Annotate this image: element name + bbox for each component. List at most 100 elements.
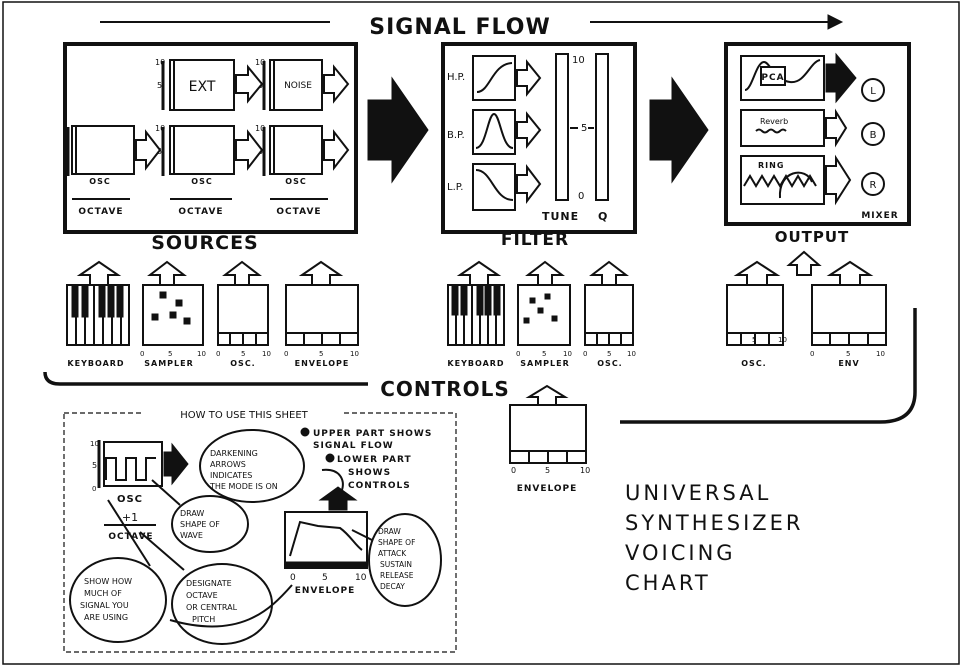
filter-control-keyboard[interactable]: KEYBOARD <box>447 262 504 368</box>
output-osc-label: OSC. <box>741 359 766 368</box>
how-to-use-panel: HOW TO USE THIS SHEET 10 5 0 OSC +1 OCTA… <box>64 406 456 652</box>
osc2-arrow-icon[interactable] <box>236 132 262 168</box>
center-envelope-scale-5: 5 <box>545 466 550 475</box>
sources-panel: 10 5 10 5 10 5 10 5 EXT NOISE OSC OCTAVE <box>65 44 356 254</box>
reverb-label: Reverb <box>760 117 788 126</box>
output-title: OUTPUT <box>775 228 850 246</box>
show-how-line-1: SHOW HOW <box>84 577 132 586</box>
source-sampler-label: SAMPLER <box>144 359 194 368</box>
q-slider[interactable] <box>596 54 608 200</box>
filter-sampler-box[interactable] <box>518 285 570 345</box>
osc3-arrow-icon[interactable] <box>324 132 348 168</box>
output-osc-up-arrow-icon <box>737 262 777 285</box>
lower-bullet <box>326 454 334 462</box>
output-env-scale-10: 10 <box>876 350 885 358</box>
chart-title: UNIVERSAL SYNTHESIZER VOICING CHART <box>625 478 865 598</box>
osc3-box[interactable] <box>270 126 322 174</box>
source-osc-scale-5: 5 <box>241 350 245 358</box>
channel-b-label: B <box>870 130 877 141</box>
draw-wave-line-3: WAVE <box>180 531 203 540</box>
source-envelope-scale-0: 0 <box>284 350 288 358</box>
filter-keyboard-up-arrow-icon <box>460 262 498 285</box>
output-control-env[interactable]: ENV 0 5 10 <box>789 252 886 368</box>
source-envelope-scale-10: 10 <box>350 350 359 358</box>
flow-arrow-icon-2 <box>650 78 708 182</box>
show-how-line-4: ARE USING <box>84 613 128 622</box>
bp-arrow-icon[interactable] <box>517 114 540 146</box>
channel-l-label: L <box>870 86 876 97</box>
osc2-scale-top: 10 <box>155 124 165 133</box>
osc2-box[interactable] <box>170 126 234 174</box>
osc3-label: OSC <box>285 177 306 186</box>
chart-title-line-1: UNIVERSAL <box>625 478 865 508</box>
filter-control-osc[interactable]: OSC. 0 5 10 <box>583 262 636 368</box>
filter-osc-scale-5: 5 <box>607 350 611 358</box>
lower-line-3: CONTROLS <box>348 481 411 491</box>
center-envelope-up-arrow-icon <box>529 386 565 405</box>
example-scale-bottom: 0 <box>92 485 96 493</box>
output-env-up-arrow-icon <box>830 262 870 285</box>
source-envelope-up-arrow-icon <box>302 262 340 285</box>
noise-arrow-icon[interactable] <box>324 67 348 101</box>
osc1-label: OSC <box>89 177 110 186</box>
lower-line-2: SHOWS <box>348 468 391 478</box>
example-envelope-label: ENVELOPE <box>295 586 356 596</box>
source-keyboard-label: KEYBOARD <box>67 359 124 368</box>
reverb-arrow-icon[interactable] <box>826 112 846 144</box>
source-control-envelope[interactable]: ENVELOPE 0 5 10 <box>284 262 359 368</box>
sources-title: SOURCES <box>151 232 259 254</box>
ext-arrow-icon[interactable] <box>236 67 262 101</box>
osc3-octave-label: OCTAVE <box>276 207 321 217</box>
tune-slider[interactable] <box>556 54 568 200</box>
signal-flow-label: SIGNAL FLOW <box>369 15 550 40</box>
noise-label: NOISE <box>284 81 312 91</box>
example-scale-top: 10 <box>90 440 99 448</box>
darkening-line-3: INDICATES <box>210 471 252 480</box>
controls-title: CONTROLS <box>380 377 510 401</box>
filter-scale-mid: 5 <box>581 123 587 134</box>
controls-line-left <box>45 372 368 384</box>
chart-title-line-3: VOICING <box>625 538 865 568</box>
output-osc-scale-10: 10 <box>778 336 787 344</box>
ring-arrow-icon[interactable] <box>826 158 850 202</box>
filter-sampler-scale-10: 10 <box>563 350 572 358</box>
example-envelope-scale-0: 0 <box>290 573 296 583</box>
source-envelope-label: ENVELOPE <box>295 359 350 368</box>
source-sampler-scale-10: 10 <box>197 350 206 358</box>
source-control-sampler[interactable]: SAMPLER 0 5 10 <box>140 262 206 368</box>
source-control-keyboard[interactable]: KEYBOARD <box>67 262 129 368</box>
filter-scale-bottom: 0 <box>578 191 584 202</box>
osc1-box[interactable] <box>72 126 134 174</box>
center-envelope-label: ENVELOPE <box>517 484 578 494</box>
filter-osc-scale-10: 10 <box>627 350 636 358</box>
designate-line-2: OCTAVE <box>186 591 218 600</box>
example-osc: 10 5 0 OSC +1 OCTAVE <box>90 440 188 542</box>
draw-env-line-6: DECAY <box>380 582 405 591</box>
example-envelope: 0 5 10 ENVELOPE <box>285 487 367 596</box>
lp-arrow-icon[interactable] <box>517 167 540 201</box>
output-control-osc[interactable]: OSC. 5 10 <box>727 262 787 368</box>
signal-flow-arrow-icon <box>828 15 842 29</box>
upper-line-1: UPPER PART SHOWS <box>313 429 432 439</box>
darkening-line-4: THE MODE IS ON <box>209 482 278 491</box>
filter-control-sampler[interactable]: SAMPLER 0 5 10 <box>516 262 572 368</box>
show-how-line-2: MUCH OF <box>84 589 122 598</box>
source-control-osc[interactable]: OSC. 0 5 10 <box>216 262 271 368</box>
osc1-arrow-icon[interactable] <box>136 132 160 168</box>
source-osc-up-arrow-icon <box>225 262 259 285</box>
output-osc-scale-5: 5 <box>752 336 756 344</box>
ext-label: EXT <box>189 79 216 95</box>
source-sampler-scale-5: 5 <box>168 350 172 358</box>
hp-arrow-icon[interactable] <box>517 62 540 94</box>
bp-label: B.P. <box>447 130 465 141</box>
reverb-box[interactable] <box>741 110 824 146</box>
show-how-bubble <box>70 558 166 642</box>
designate-line-1: DESIGNATE <box>186 579 232 588</box>
center-envelope-control[interactable]: 0 5 10 ENVELOPE <box>510 386 590 494</box>
source-osc-scale-10: 10 <box>262 350 271 358</box>
example-osc-label: OSC <box>117 494 143 505</box>
pca-arrow-icon[interactable] <box>826 54 856 102</box>
osc2-label: OSC <box>191 177 212 186</box>
tune-label: TUNE <box>542 210 579 223</box>
output-env-scale-0: 0 <box>810 350 814 358</box>
